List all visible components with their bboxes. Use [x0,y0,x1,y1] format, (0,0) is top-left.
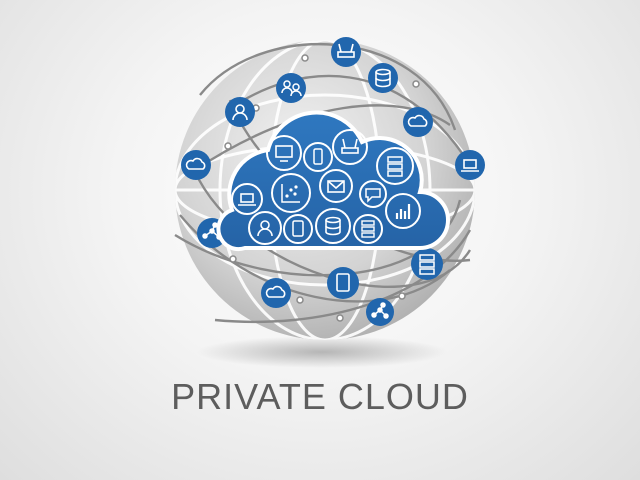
bar-chart-icon [385,193,421,229]
user-icon [225,97,255,127]
user-icon [248,211,282,245]
database-icon [315,208,351,244]
phone-icon [303,142,333,172]
laptop-icon [231,183,263,215]
chat-icon [359,180,387,208]
scatter-chart-icon [271,173,311,213]
router-icon [332,129,368,165]
tablet-icon [327,267,359,299]
server-icon [376,147,414,185]
server-icon [353,214,383,244]
users-icon [276,73,306,103]
email-icon [319,169,353,203]
router-icon [331,37,361,67]
database-icon [368,63,398,93]
cloud-icon [181,150,211,180]
tablet-icon [283,214,313,244]
laptop-icon [455,150,485,180]
caption-title: PRIVATE CLOUD [171,376,469,417]
monitor-icon [266,135,302,171]
server-icon [411,248,443,280]
cloud-icon [261,278,291,308]
cloud-icon [403,107,433,137]
globe-shadow [197,336,447,368]
network-icon [366,298,394,326]
